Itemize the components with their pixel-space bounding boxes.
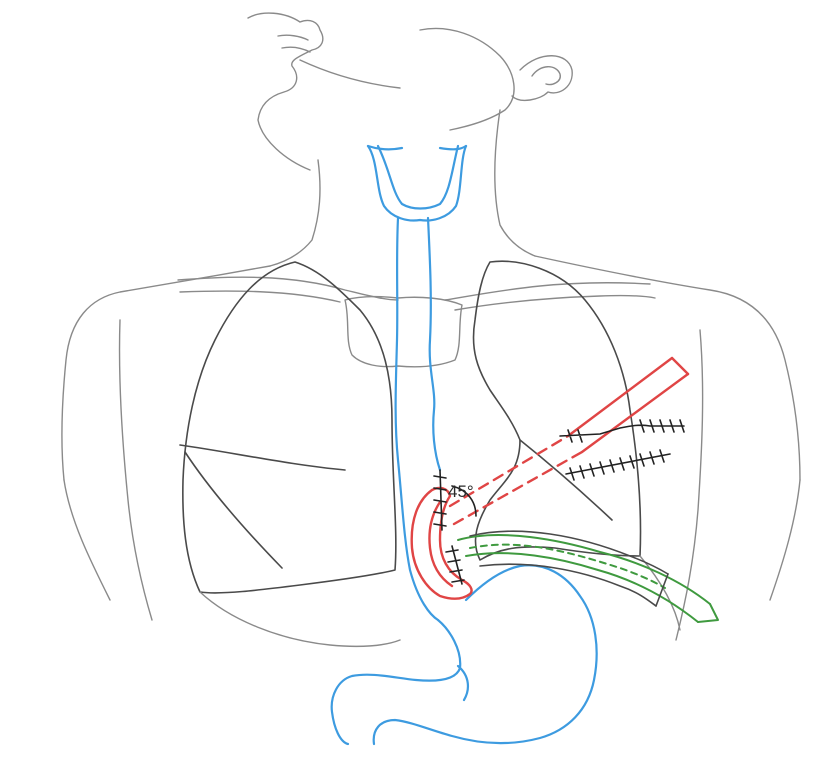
neck-left	[270, 160, 320, 266]
right-lung-fissure-horizontal	[180, 445, 345, 470]
neck-right	[495, 110, 535, 256]
left-lung	[473, 261, 640, 560]
suture-esophagus-lower	[446, 546, 464, 584]
right-arm-inner	[676, 330, 703, 640]
right-clavicle	[445, 283, 650, 300]
lip-line	[282, 47, 310, 52]
left-shoulder	[62, 266, 270, 480]
mouth-line	[278, 35, 308, 40]
right-clavicle-lower	[455, 296, 655, 310]
jaw-line-2	[300, 60, 400, 88]
suture-chest-lower	[566, 450, 670, 480]
esophagus-stomach	[332, 146, 597, 744]
suture-esophagus-upper	[434, 470, 446, 530]
stomach	[332, 565, 597, 744]
pharynx-inner	[378, 146, 458, 209]
green-tube-end	[698, 604, 718, 622]
diaphragm-left	[200, 592, 400, 646]
angle-label: 45°	[448, 482, 474, 501]
right-lung	[183, 262, 396, 593]
esophagus-right-wall	[428, 218, 440, 470]
pharynx-top	[368, 146, 466, 149]
face-profile	[248, 13, 323, 170]
red-tube-end	[672, 358, 688, 374]
left-arm-inner	[119, 320, 152, 620]
sternum	[345, 297, 462, 367]
ear-inner	[532, 67, 560, 85]
left-clavicle-lower	[180, 291, 340, 302]
left-arm-outer	[64, 480, 110, 600]
right-lung-fissure-oblique	[185, 452, 282, 568]
ear	[512, 56, 572, 101]
right-arm-outer	[770, 480, 800, 600]
